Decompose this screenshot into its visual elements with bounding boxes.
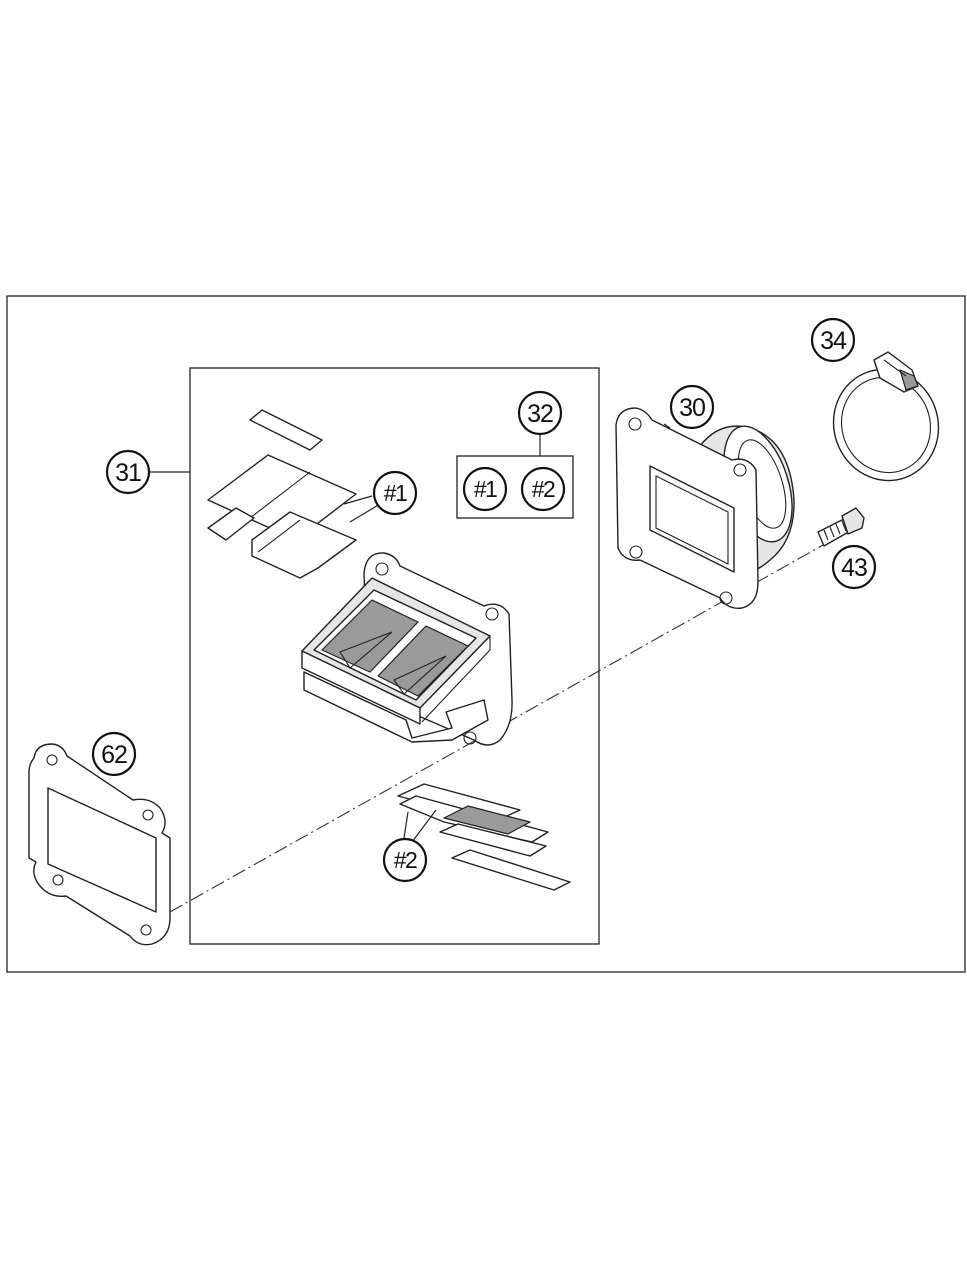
svg-text:#1: #1 <box>474 476 497 502</box>
reed-petals-upper <box>207 409 357 579</box>
svg-text:#2: #2 <box>532 476 555 502</box>
callout-reed-1: #1 <box>372 470 418 516</box>
intake-manifold-30 <box>615 407 795 609</box>
gasket-62 <box>28 743 171 946</box>
callout-43: 43 <box>831 544 877 590</box>
callout-kit-2: #2 <box>520 466 566 512</box>
screw-43 <box>817 507 865 547</box>
callout-31: 31 <box>105 449 151 495</box>
svg-text:32: 32 <box>527 400 553 428</box>
outer-frame <box>6 295 966 973</box>
callout-kit-1: #1 <box>462 466 508 512</box>
svg-text:30: 30 <box>679 394 705 422</box>
svg-text:#1: #1 <box>384 480 407 506</box>
kit-box-32 <box>456 455 574 519</box>
svg-text:62: 62 <box>101 741 127 769</box>
svg-text:34: 34 <box>820 327 847 355</box>
svg-text:31: 31 <box>115 459 141 487</box>
hose-clamp-34 <box>832 351 940 482</box>
reed-valve-kit-box <box>189 367 600 945</box>
callout-62: 62 <box>91 731 137 777</box>
callout-reed-2: #2 <box>382 837 428 883</box>
callout-34: 34 <box>810 317 856 363</box>
reed-petals-lower <box>397 783 571 891</box>
svg-text:43: 43 <box>841 554 867 582</box>
svg-text:#2: #2 <box>394 847 417 873</box>
reed-block-31 <box>301 552 513 746</box>
callout-32: 32 <box>517 390 563 436</box>
callout-30: 30 <box>669 384 715 430</box>
